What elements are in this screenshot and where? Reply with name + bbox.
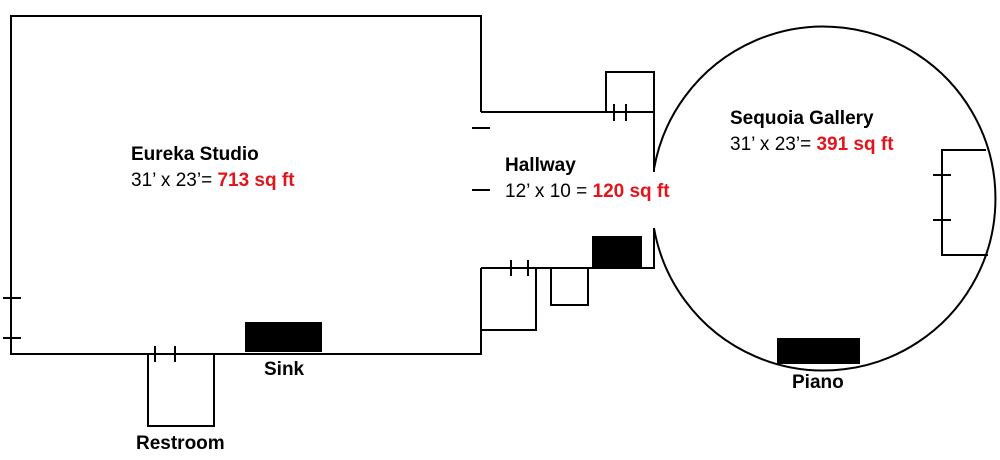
- hallway-sqft: 120 sq ft: [592, 181, 670, 202]
- hallway-storage-room: [480, 268, 537, 331]
- eureka-studio-sqft: 713 sq ft: [217, 170, 295, 191]
- eureka-studio-area: 31’ x 23’= 713 sq ft: [131, 171, 295, 190]
- restroom-walls: [147, 354, 215, 427]
- sink-label: Sink: [264, 359, 305, 380]
- piano-label: Piano: [792, 372, 844, 393]
- sequoia-gallery-name: Sequoia Gallery: [730, 108, 874, 129]
- sequoia-alcove: [941, 149, 988, 256]
- hallway-dims: 12’ x 10 =: [505, 181, 588, 202]
- hallway-wall-bottom: [481, 228, 655, 269]
- eureka-studio-walls: [10, 15, 482, 355]
- hallway-small-room: [550, 267, 589, 306]
- eureka-studio-name: Eureka Studio: [131, 144, 259, 165]
- sequoia-gallery-area: 31’ x 23’= 391 sq ft: [730, 135, 894, 154]
- sequoia-gallery-wall: [653, 25, 997, 372]
- restroom-label: Restroom: [136, 433, 225, 454]
- hallway-fixture: [592, 236, 642, 268]
- sequoia-gallery-dims: 31’ x 23’=: [730, 134, 812, 155]
- hallway-area: 12’ x 10 = 120 sq ft: [505, 182, 670, 201]
- hallway-closet-top: [605, 71, 655, 112]
- sink-block: [245, 322, 322, 352]
- piano-block: [777, 338, 860, 364]
- hallway-name: Hallway: [505, 155, 576, 176]
- eureka-studio-dims: 31’ x 23’=: [131, 170, 213, 191]
- sequoia-gallery-sqft: 391 sq ft: [816, 134, 894, 155]
